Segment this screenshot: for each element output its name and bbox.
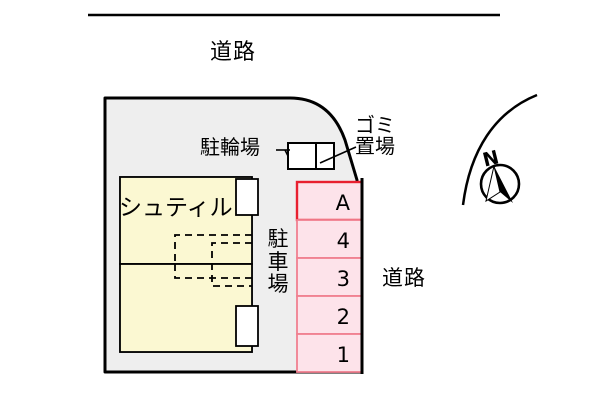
- parking-lot-label-char-1: 駐: [267, 227, 289, 251]
- parking-lot-label: 駐 車 場: [266, 228, 290, 296]
- building-entrance-lower: [235, 305, 259, 347]
- trash-area-leader-line: [319, 146, 357, 164]
- parking-stall-label-2: 2: [336, 305, 350, 329]
- road-right-edge-line: [461, 93, 538, 206]
- bicycle-parking-label: 駐輪場: [200, 135, 260, 159]
- compass-rose: [479, 163, 521, 205]
- bicycle-parking-box-left: [287, 142, 317, 170]
- bicycle-parking-leader-line: [284, 149, 289, 157]
- parking-stall-label-1: 1: [336, 343, 350, 367]
- bicycle-parking-box-right: [315, 142, 335, 170]
- parking-stalls-group: [295, 180, 364, 373]
- parking-lot-label-char-2: 車: [267, 249, 289, 274]
- road-right-label: 道路: [382, 266, 426, 290]
- parking-lot-label-char-3: 場: [267, 272, 289, 297]
- parking-stall-label-4: 4: [336, 229, 350, 253]
- compass-needle-dark-icon: [494, 166, 513, 203]
- trash-area-label-line-1: ゴミ: [355, 113, 395, 137]
- stair-outline-lower-dashed: [174, 264, 252, 279]
- parking-stall-label-3: 3: [336, 267, 350, 291]
- trash-area-label: ゴミ 置場: [355, 115, 395, 157]
- stair-outline-step-dashed: [211, 242, 252, 287]
- parking-stall-label-A: A: [335, 191, 350, 215]
- building-block: [119, 176, 259, 353]
- road-top-label: 道路: [210, 40, 257, 65]
- building-unit-upper: [119, 176, 253, 265]
- stair-outline-upper-dashed: [174, 234, 252, 264]
- bicycle-parking-boxes: [287, 142, 335, 170]
- building-entrance-upper: [235, 178, 259, 216]
- trash-area-label-line-2: 置場: [355, 134, 395, 158]
- building-name-label: シュティル: [119, 195, 233, 221]
